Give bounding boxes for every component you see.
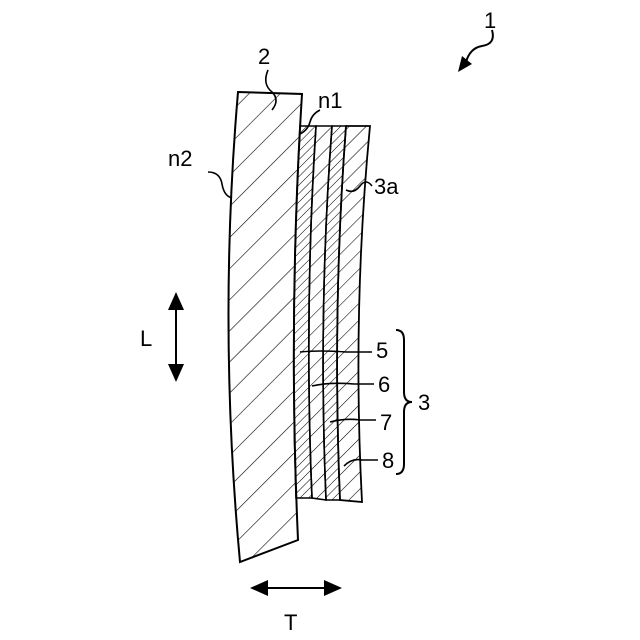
leader-1 xyxy=(466,30,493,62)
T-arrow-left-icon xyxy=(250,580,268,596)
leader-5 xyxy=(300,351,372,352)
L-arrow-up-icon xyxy=(168,292,184,310)
label-T: T xyxy=(284,610,297,635)
label-5: 5 xyxy=(376,338,388,363)
label-3: 3 xyxy=(418,390,430,415)
arrowhead-1-icon xyxy=(458,56,472,72)
label-3a: 3a xyxy=(374,174,399,199)
T-arrow-right-icon xyxy=(324,580,342,596)
label-2: 2 xyxy=(258,44,270,69)
label-n1: n1 xyxy=(318,88,342,113)
label-n2: n2 xyxy=(168,146,192,171)
label-L: L xyxy=(140,326,152,351)
lens-body xyxy=(228,92,302,562)
label-1: 1 xyxy=(484,8,496,33)
L-arrow-down-icon xyxy=(168,364,184,382)
leader-n2 xyxy=(208,172,232,198)
label-6: 6 xyxy=(378,372,390,397)
label-8: 8 xyxy=(382,448,394,473)
label-7: 7 xyxy=(380,410,392,435)
brace-3 xyxy=(396,330,412,474)
